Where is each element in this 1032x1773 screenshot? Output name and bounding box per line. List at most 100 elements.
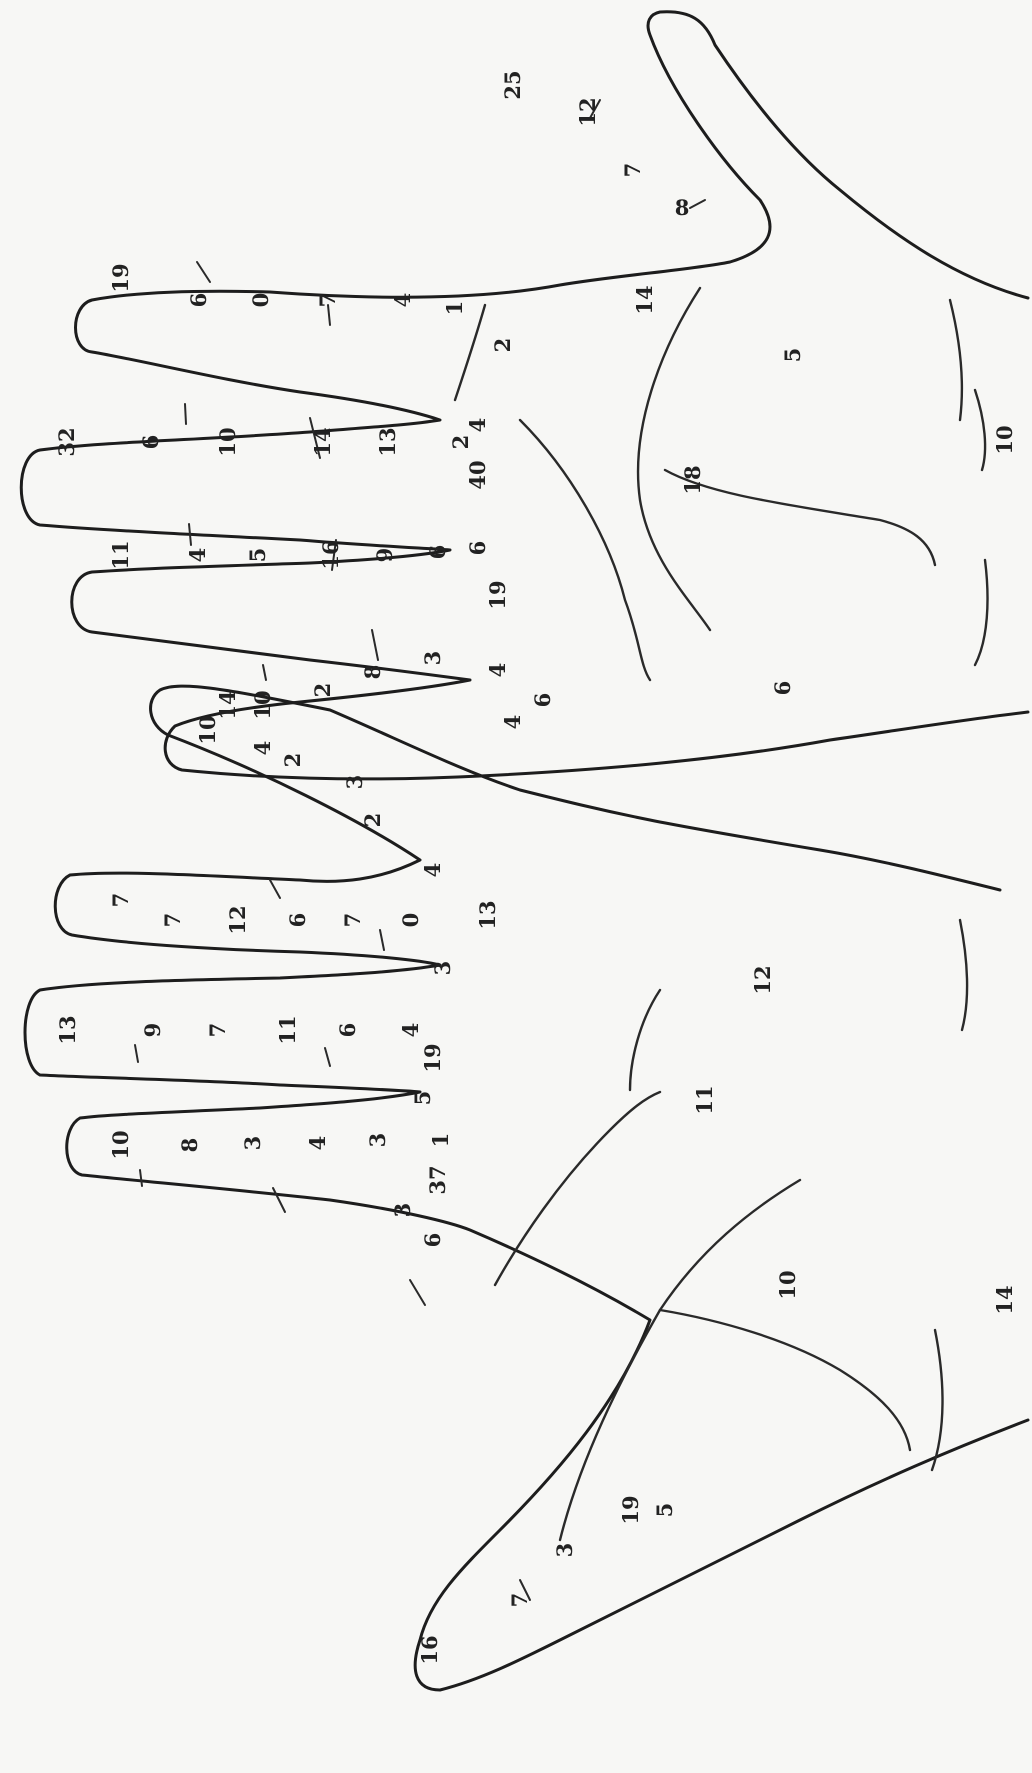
- lower-palm-num: 11: [692, 1085, 717, 1114]
- lower-palm-num: 10: [775, 1270, 800, 1299]
- lower-little-num: 2: [360, 813, 385, 828]
- lower-crease-wrist-2: [932, 1330, 943, 1470]
- lower-palm-num: 12: [750, 965, 775, 994]
- lower-ring-num: 6: [285, 913, 310, 928]
- lower-thumb-num: 5: [652, 1503, 677, 1518]
- lower-index-num: 8: [177, 1138, 202, 1153]
- lower-tick: [135, 1045, 138, 1062]
- upper-index-num: 1: [442, 301, 467, 316]
- upper-index-num: 19: [108, 263, 133, 292]
- lower-web-num: 5: [410, 1091, 435, 1106]
- upper-palm-num: 19: [485, 580, 510, 609]
- upper-palm-num: 5: [780, 348, 805, 363]
- lower-palm-num: 19: [420, 1043, 445, 1072]
- lower-tick: [273, 1188, 285, 1212]
- upper-palm-num: 14: [632, 285, 657, 314]
- lower-palm-num: 14: [992, 1285, 1017, 1314]
- upper-tick: [197, 262, 210, 282]
- upper-ring-num: 6: [425, 545, 450, 560]
- lower-palm-num: 19: [618, 1495, 643, 1524]
- lower-ring-num: 7: [160, 913, 185, 928]
- lower-palm-num: 13: [475, 900, 500, 929]
- upper-web-num: 4: [500, 715, 525, 730]
- upper-ring-num: 16: [318, 540, 343, 569]
- lower-middle-num: 11: [275, 1015, 300, 1044]
- upper-ring-num: 11: [108, 540, 133, 569]
- upper-tick: [189, 524, 191, 545]
- upper-palm-num: 18: [680, 465, 705, 494]
- lower-tick: [325, 1048, 330, 1066]
- lower-web-num: 3: [430, 961, 455, 976]
- lower-index-num: 4: [305, 1136, 330, 1151]
- upper-tick: [372, 630, 378, 660]
- lower-palm-num: 37: [425, 1165, 450, 1194]
- upper-crease-life: [665, 470, 935, 565]
- upper-middle-num: 10: [215, 427, 240, 456]
- upper-crease-heart: [455, 305, 485, 400]
- upper-index-num: 6: [186, 293, 211, 308]
- lower-crease-head: [560, 1180, 800, 1540]
- lower-ring-num: 7: [108, 893, 133, 908]
- lower-index-num: 10: [108, 1130, 133, 1159]
- upper-index-num: 4: [390, 293, 415, 308]
- upper-crease-head: [520, 420, 650, 680]
- lower-thumb-num: 3: [552, 1543, 577, 1558]
- upper-middle-num: 2: [448, 435, 473, 450]
- lower-little-num: 2: [280, 753, 305, 768]
- upper-thumb-num: 25: [500, 70, 525, 99]
- upper-palm-num: 6: [530, 693, 555, 708]
- lower-thumb-num: 16: [417, 1635, 442, 1664]
- upper-palm-num: 2: [490, 338, 515, 353]
- lower-web-num: 3: [390, 1203, 415, 1218]
- lower-web-num: 4: [420, 863, 445, 878]
- lower-hand: 16 7 3 5 10 8 3 4 3 1 13 9 7 11 6 4 7 7 …: [25, 686, 1028, 1690]
- lower-ring-num: 12: [225, 905, 250, 934]
- lower-thumb-num: 7: [507, 1593, 532, 1608]
- upper-middle-num: 6: [138, 435, 163, 450]
- upper-thumb-num: 7: [620, 163, 645, 178]
- lower-crease-wrist-1: [960, 920, 967, 1030]
- lower-crease-life: [660, 1310, 910, 1450]
- upper-index-num: 7: [315, 293, 340, 308]
- upper-ring-num: 5: [245, 548, 270, 563]
- upper-middle-num: 32: [54, 427, 79, 456]
- lower-little-num: 10: [195, 715, 220, 744]
- upper-web-num: 6: [465, 541, 490, 556]
- upper-little-num: 2: [310, 683, 335, 698]
- upper-thumb-num: 8: [675, 195, 690, 220]
- lower-middle-num: 9: [140, 1023, 165, 1038]
- lower-crease-thenar: [630, 990, 660, 1090]
- upper-tick: [263, 665, 266, 680]
- lower-middle-num: 13: [55, 1015, 80, 1044]
- upper-thumb-num: 12: [575, 97, 600, 126]
- upper-tick: [690, 200, 705, 208]
- lower-middle-num: 7: [205, 1023, 230, 1038]
- lower-tick: [410, 1280, 425, 1305]
- lower-ring-num: 7: [340, 913, 365, 928]
- lower-index-num: 3: [240, 1136, 265, 1151]
- upper-palm-num: 10: [992, 425, 1017, 454]
- upper-web-num: 4: [485, 663, 510, 678]
- lower-palm-num: 6: [420, 1233, 445, 1248]
- lower-ring-num: 0: [398, 913, 423, 928]
- lower-middle-num: 4: [398, 1023, 423, 1038]
- upper-tick: [185, 404, 186, 424]
- upper-ring-num: 4: [185, 548, 210, 563]
- upper-middle-num: 13: [375, 427, 400, 456]
- lower-index-num: 3: [365, 1133, 390, 1148]
- lower-crease-heart: [495, 1092, 660, 1285]
- upper-web-num: 4: [465, 418, 490, 433]
- lower-middle-num: 6: [335, 1023, 360, 1038]
- upper-crease-wrist-3: [975, 560, 988, 665]
- lower-hand-outline: [25, 686, 1028, 1690]
- upper-hand: 25 12 7 8 19 6 0 7 4 1 32 6 10 14 13 2 1…: [21, 12, 1028, 779]
- upper-crease-wrist-1: [950, 300, 962, 420]
- lower-index-num: 1: [428, 1133, 453, 1148]
- upper-palm-num: 40: [465, 460, 490, 489]
- lower-tick: [140, 1170, 142, 1186]
- upper-little-num: 8: [360, 665, 385, 680]
- upper-crease-wrist-2: [975, 390, 985, 470]
- upper-ring-num: 9: [372, 548, 397, 563]
- lower-little-num: 4: [250, 741, 275, 756]
- upper-middle-num: 14: [310, 427, 335, 456]
